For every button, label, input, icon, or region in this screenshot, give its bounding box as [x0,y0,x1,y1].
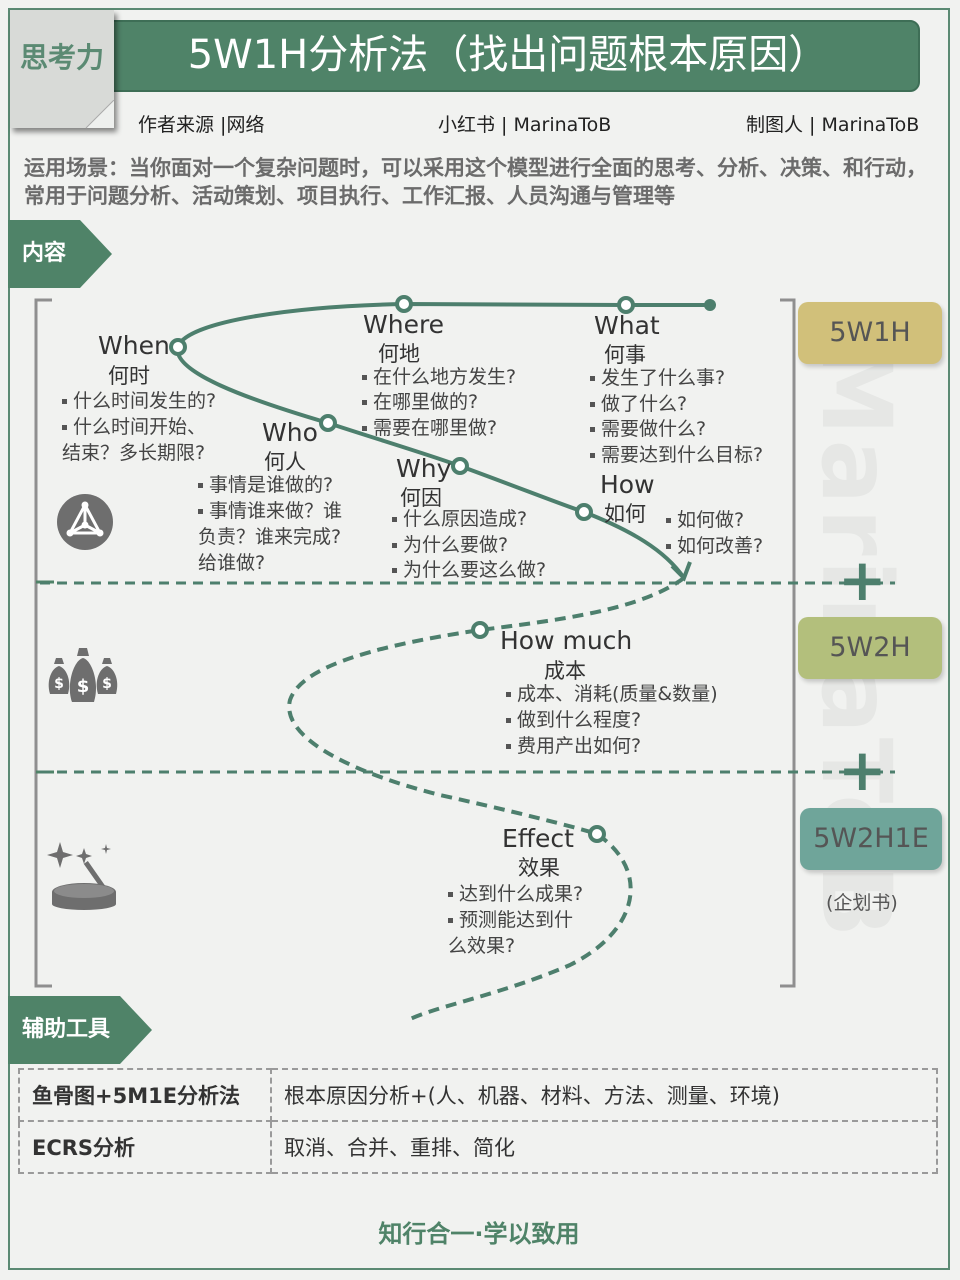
where-item-1: 在什么地方发生? [362,364,516,390]
what-cn: 何事 [604,343,646,367]
howmuch-title: How much [500,626,633,655]
tool-name-2: ECRS分析 [18,1120,272,1174]
node-who [319,414,337,432]
effect-title: Effect [502,824,574,853]
node-what [617,296,635,314]
page-curl-icon [85,100,115,129]
left-bracket [34,298,52,988]
svg-text:$: $ [54,676,64,692]
node-when [169,338,187,356]
who-item-1: 事情是谁做的? [198,472,333,498]
what-item-2: 做了什么? [590,391,687,417]
node-how [575,503,593,521]
where-cn: 何地 [378,342,420,366]
magic-wand-icon [47,842,116,910]
how-cn: 如何 [604,502,646,526]
plus-icon-2: + [838,736,887,804]
who-cn: 何人 [264,450,306,474]
footer-slogan: 知行合一·学以致用 [378,1220,580,1248]
howmuch-cn: 成本 [544,659,586,683]
effect-item-2-cont: 么效果? [448,935,516,957]
node-effect [588,825,606,843]
what-title: What [594,311,660,340]
end-dot [704,299,716,311]
why-title: Why [396,454,452,483]
when-title: When [98,331,170,360]
triangle-network-icon [57,494,113,550]
effect-item-1: 达到什么成果? [448,881,583,907]
why-item-3: 为什么要这么做? [392,557,546,583]
how-item-2: 如何改善? [666,533,763,559]
node-why [451,457,469,475]
when-cn: 何时 [108,364,150,388]
source-label: 作者来源 |网络 [138,114,265,136]
what-item-1: 发生了什么事? [590,365,725,391]
arrow-head [670,561,692,582]
tools-tag: 辅助工具 [22,1017,111,1042]
tool-desc-1: 根本原因分析+(人、机器、材料、方法、测量、环境) [270,1068,938,1122]
title-bar [96,20,920,92]
svg-text:$: $ [77,676,90,697]
dashed-flow-curve [287,576,686,1022]
model-5w1h-pill: 5W1H [798,302,942,364]
when-item-2: 什么时间开始、 [62,414,206,440]
where-item-2: 在哪里做的? [362,389,478,415]
content-tag-shape [8,220,112,288]
svg-text:$: $ [102,676,112,692]
thinking-badge [10,10,114,128]
plus-icon-1: + [838,546,887,614]
howmuch-item-2: 做到什么程度? [506,707,641,733]
usage-scene: 运用场景：当你面对一个复杂问题时，可以采用这个模型进行全面的思考、分析、决策、和… [24,156,927,208]
when-item-1: 什么时间发生的? [62,388,216,414]
effect-cn: 效果 [518,856,560,880]
outer-frame [8,8,950,1270]
tool-name-1: 鱼骨图+5M1E分析法 [18,1068,272,1122]
page-title: 5W1H分析法（找出问题根本原因） [187,32,829,78]
who-title: Who [262,418,318,447]
how-title: How [600,470,655,499]
what-item-4: 需要达到什么目标? [590,442,763,468]
right-bracket [780,298,796,988]
platform-label: 小红书 | MarinaToB [438,114,612,136]
tools-table: 鱼骨图+5M1E分析法 根本原因分析+(人、机器、材料、方法、测量、环境) EC… [18,1068,938,1174]
effect-item-2: 预测能达到什 [448,907,573,933]
how-item-1: 如何做? [666,507,744,533]
model-5w2h1e-pill: 5W2H1E [800,808,942,870]
howmuch-item-1: 成本、消耗(质量&数量) [506,681,718,707]
node-howmuch [471,621,489,639]
tool-desc-2: 取消、合并、重排、简化 [270,1120,938,1174]
tools-tag-shape [8,996,152,1064]
where-item-3: 需要在哪里做? [362,415,497,441]
badge-label: 思考力 [19,41,104,74]
table-row: ECRS分析 取消、合并、重排、简化 [18,1120,938,1174]
who-item-2-cont: 负责？谁来完成? [198,526,342,548]
who-item-2: 事情谁来做？谁 [198,498,342,524]
plan-note: (企划书) [826,892,898,914]
why-item-2: 为什么要做? [392,532,508,558]
where-title: Where [363,310,445,339]
table-row: 鱼骨图+5M1E分析法 根本原因分析+(人、机器、材料、方法、测量、环境) [18,1068,938,1122]
maker-label: 制图人 | MarinaToB [746,114,920,136]
who-item-2-cont2: 给谁做? [198,552,266,574]
node-where [395,295,413,313]
money-bags-icon: $ $ $ [48,648,118,702]
content-tag: 内容 [22,241,67,266]
what-item-3: 需要做什么? [590,416,706,442]
why-item-1: 什么原因造成? [392,506,527,532]
when-item-2-cont: 结束？多长期限? [62,442,206,464]
howmuch-item-3: 费用产出如何? [506,733,641,759]
model-5w2h-pill: 5W2H [798,617,942,679]
